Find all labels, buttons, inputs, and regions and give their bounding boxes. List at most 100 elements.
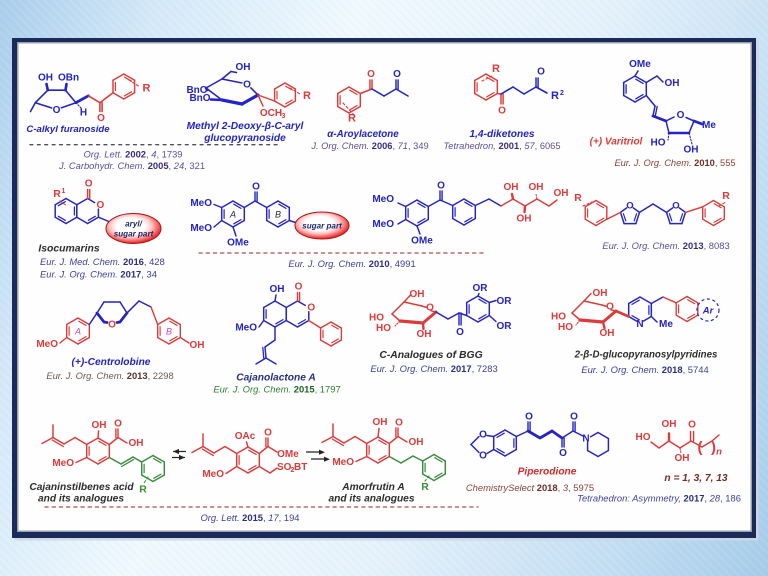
svg-text:OMe: OMe (629, 59, 651, 70)
svg-text:O: O (456, 327, 464, 338)
svg-text:BnO: BnO (186, 85, 207, 96)
svg-text:O: O (525, 412, 533, 423)
svg-text:MeO: MeO (372, 219, 394, 230)
svg-text:2: 2 (560, 90, 564, 97)
svg-text:O: O (688, 420, 696, 431)
svg-text:2: 2 (291, 467, 295, 474)
svg-text:Ar: Ar (702, 306, 715, 317)
svg-text:Org. Lett. 2015, 17, 194: Org. Lett. 2015, 17, 194 (200, 512, 299, 523)
svg-text:R: R (574, 192, 582, 204)
svg-text:J. Org. Chem. 2006, 71, 349: J. Org. Chem. 2006, 71, 349 (310, 141, 428, 151)
svg-text:R: R (492, 63, 500, 75)
svg-text:B: B (166, 327, 172, 337)
svg-text:Cajaninstilbenes acid: Cajaninstilbenes acid (29, 482, 134, 493)
svg-text:O: O (295, 282, 303, 293)
svg-text:OH: OH (417, 329, 432, 340)
svg-text:(: ( (698, 439, 703, 456)
svg-text:Tetrahedron: Asymmetry, 2017,: Tetrahedron: Asymmetry, 2017, 28, 186 (577, 493, 741, 504)
svg-text:O: O (252, 182, 260, 193)
svg-text:O: O (626, 201, 633, 212)
svg-text:OH: OH (373, 417, 388, 428)
svg-text:O: O (437, 181, 445, 192)
svg-text:MeO: MeO (372, 194, 394, 205)
svg-text:ChemistrySelect 2018, 3, 5975: ChemistrySelect 2018, 3, 5975 (466, 482, 594, 493)
svg-text:and its analogues: and its analogues (328, 494, 414, 505)
svg-text:BnO: BnO (189, 93, 210, 104)
svg-text:O: O (307, 303, 315, 314)
svg-text:C-Analogues of BGG: C-Analogues of BGG (379, 350, 482, 361)
svg-text:HO: HO (651, 138, 666, 149)
svg-text:O: O (85, 179, 93, 190)
svg-text:OR: OR (497, 296, 513, 307)
svg-text:O: O (498, 106, 506, 117)
svg-text:O: O (479, 430, 487, 441)
svg-text:OR: OR (473, 283, 489, 294)
svg-text:OMe: OMe (227, 238, 249, 249)
svg-text:R: R (53, 188, 61, 200)
svg-text:OH: OH (190, 340, 205, 351)
svg-text:OH: OH (236, 62, 251, 73)
svg-text:OH: OH (675, 453, 690, 464)
svg-text:n = 1, 3, 7, 13: n = 1, 3, 7, 13 (664, 473, 727, 484)
svg-text:Eur. J. Org. Chem. 2013, 8083: Eur. J. Org. Chem. 2013, 8083 (602, 240, 729, 251)
svg-text:OH: OH (409, 437, 424, 448)
svg-text:R: R (421, 481, 429, 493)
svg-text:HO: HO (369, 313, 384, 324)
svg-text:O: O (479, 451, 487, 462)
svg-text:glucopyranoside: glucopyranoside (203, 133, 286, 144)
svg-text:3: 3 (282, 113, 286, 120)
svg-text:B: B (275, 210, 281, 220)
svg-text:R: R (551, 90, 559, 102)
svg-text:OCH: OCH (260, 108, 282, 119)
svg-text:OH: OH (600, 328, 615, 339)
svg-text:R: R (722, 190, 730, 202)
svg-text:OH: OH (554, 188, 569, 199)
svg-text:(+)-Centrolobine: (+)-Centrolobine (72, 357, 151, 368)
svg-text:O: O (114, 419, 122, 430)
svg-text:R: R (303, 90, 311, 102)
svg-text:n: n (716, 447, 722, 458)
svg-text:OBn: OBn (58, 73, 79, 84)
svg-text:O: O (367, 69, 375, 80)
svg-text:N: N (636, 319, 643, 330)
svg-text:aryl/: aryl/ (125, 220, 142, 229)
svg-text:OH: OH (529, 182, 544, 193)
svg-text:and its analogues: and its analogues (38, 494, 124, 505)
svg-text:Methyl 2-Deoxy-β-C-aryl: Methyl 2-Deoxy-β-C-aryl (187, 121, 304, 132)
svg-text:O: O (570, 412, 578, 423)
svg-text:R: R (143, 83, 151, 95)
svg-text:Cajanolactone A: Cajanolactone A (236, 373, 315, 384)
svg-text:A: A (74, 327, 81, 337)
svg-text:Piperodione: Piperodione (518, 467, 577, 478)
svg-text:α-Aroylacetone: α-Aroylacetone (327, 129, 399, 140)
svg-text:OH: OH (38, 73, 53, 84)
svg-text:OH: OH (270, 284, 285, 295)
svg-text:Eur. J. Org. Chem. 2017, 34: Eur. J. Org. Chem. 2017, 34 (40, 269, 157, 280)
svg-text:R: R (348, 113, 356, 125)
svg-text:O: O (559, 448, 567, 459)
svg-text:C-alkyl furanoside: C-alkyl furanoside (26, 124, 110, 135)
svg-text:MeO: MeO (36, 339, 58, 350)
svg-text:MeO: MeO (190, 223, 212, 234)
svg-text:O: O (243, 80, 251, 91)
svg-text:OH: OH (92, 420, 107, 431)
svg-text:Eur. J. Med. Chem. 2016, 428: Eur. J. Med. Chem. 2016, 428 (40, 256, 165, 267)
svg-text:OH: OH (504, 182, 519, 193)
svg-text:OMe: OMe (277, 449, 299, 460)
svg-text:OH: OH (410, 289, 425, 300)
svg-text:O: O (108, 320, 116, 331)
svg-text:): ) (711, 439, 716, 456)
svg-text:HO: HO (376, 323, 391, 334)
svg-text:Eur. J. Org. Chem. 2010, 555: Eur. J. Org. Chem. 2010, 555 (614, 158, 735, 168)
svg-text:O: O (393, 69, 401, 80)
svg-text:Eur. J. Org. Chem. 2017, 7283: Eur. J. Org. Chem. 2017, 7283 (370, 363, 497, 374)
svg-text:O: O (97, 113, 105, 124)
svg-text:2-β-D-glucopyranosylpyridines: 2-β-D-glucopyranosylpyridines (574, 350, 718, 361)
svg-text:HO: HO (558, 322, 573, 333)
svg-text:O: O (97, 200, 105, 211)
svg-text:O: O (264, 428, 272, 439)
svg-text:sugar part: sugar part (114, 229, 154, 238)
svg-text:SO: SO (277, 462, 292, 473)
svg-text:MeO: MeO (202, 469, 224, 480)
svg-text:OH: OH (662, 419, 677, 430)
